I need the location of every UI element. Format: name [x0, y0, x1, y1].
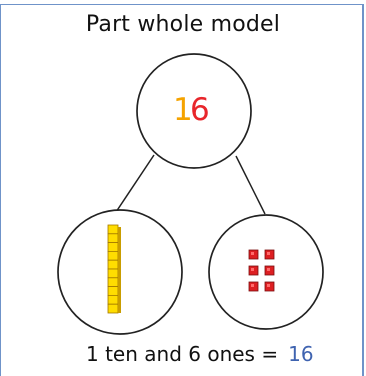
one-cube-highlight [251, 284, 254, 287]
ten-rod-cube [107, 268, 119, 279]
one-cube-highlight [267, 284, 270, 287]
ten-rod-cube [107, 286, 119, 296]
ten-rod-cube [107, 303, 119, 314]
whole-to-tens-connector [111, 154, 155, 219]
whole-circle [136, 53, 252, 169]
diagram-title: Part whole model [85, 12, 281, 37]
ten-rod-cube [107, 224, 119, 235]
diagram-frame [0, 4, 364, 376]
ten-rod-cube [107, 242, 119, 252]
ten-rod-cube [107, 233, 119, 244]
equation-answer: 16 [288, 342, 314, 366]
one-cube-highlight [251, 252, 254, 255]
ten-rod-cube [107, 250, 119, 261]
ten-rod-cube [107, 277, 119, 287]
ten-rod-shadow [118, 227, 121, 313]
equation-text: 1 ten and 6 ones = [86, 342, 279, 366]
equation-line: 1 ten and 6 ones = 16 [86, 342, 314, 366]
one-cube-highlight [267, 252, 270, 255]
whole-ones-digit: 6 [190, 92, 210, 128]
whole-to-ones-connector [235, 155, 266, 215]
whole-tens-digit: 1 [173, 92, 193, 128]
ten-rod-block [107, 224, 121, 314]
ones-cubes-group [248, 249, 275, 292]
ten-rod-cube [107, 294, 119, 305]
one-cube-highlight [267, 268, 270, 271]
one-cube-highlight [251, 268, 254, 271]
ten-rod-cube [107, 259, 119, 270]
